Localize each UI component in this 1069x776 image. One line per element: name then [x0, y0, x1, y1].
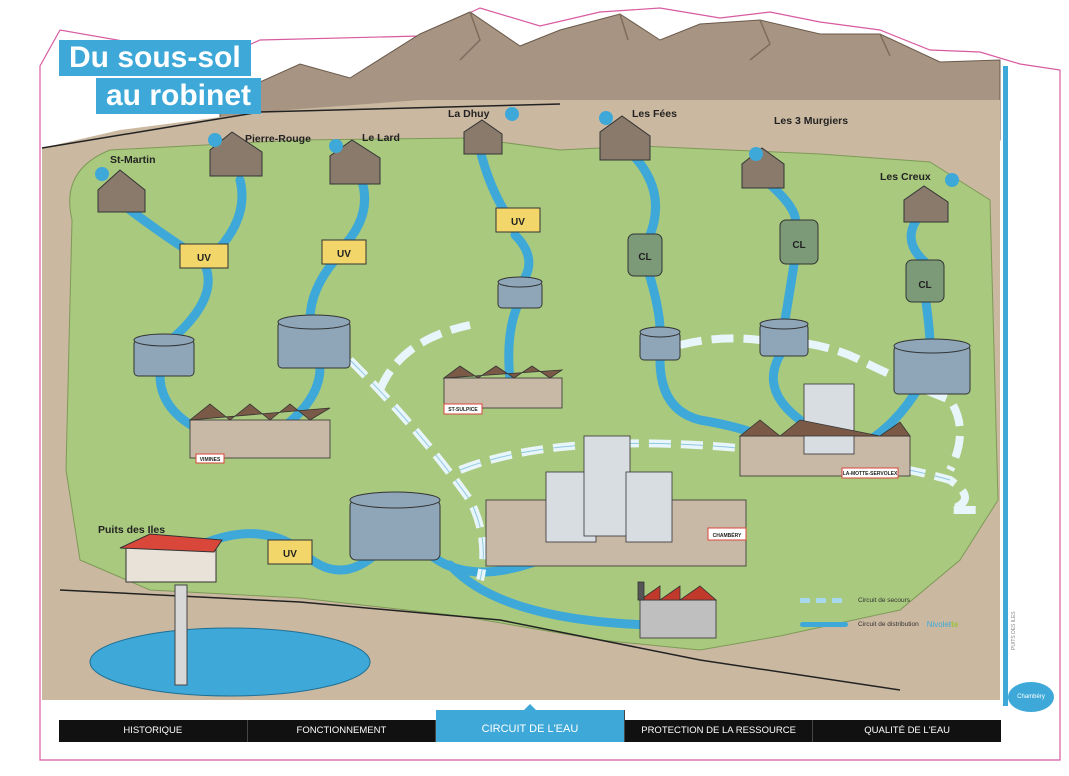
source-label-les-fees: Les Fées	[632, 108, 677, 120]
town-st-sulpice	[442, 365, 564, 409]
town-sign-vimines: VIMINES	[195, 453, 225, 464]
svg-text:UV: UV	[283, 549, 297, 560]
svg-text:LA-MOTTE-SERVOLEX: LA-MOTTE-SERVOLEX	[843, 471, 898, 477]
spring-house-st-martin	[95, 167, 146, 213]
page-title-line2: au robinet	[96, 78, 262, 114]
nav-tab-historique[interactable]: HISTORIQUE	[59, 720, 248, 742]
nav-tab-fonctionnement[interactable]: FONCTIONNEMENT	[248, 720, 437, 742]
svg-text:CL: CL	[792, 240, 805, 251]
bottom-nav: HISTORIQUE FONCTIONNEMENT CIRCUIT DE L'E…	[59, 704, 1001, 742]
aquifer	[89, 627, 371, 697]
reservoir-puits	[349, 491, 441, 561]
source-label-les-3-murgiers: Les 3 Murgiers	[774, 115, 848, 127]
town-la-motte-servolex	[738, 383, 911, 477]
legend-distribution-swatch	[800, 621, 848, 627]
side-bar	[1003, 66, 1008, 706]
reservoir-les-fees	[639, 326, 681, 361]
svg-text:UV: UV	[511, 217, 525, 228]
chlorine-treatment-les-3-murgiers: CL	[779, 219, 819, 265]
nav-tab-circuit-de-l-eau[interactable]: CIRCUIT DE L'EAU	[436, 704, 625, 742]
legend: Circuit de secours Circuit de distributi…	[800, 592, 1000, 640]
source-label-st-martin: St-Martin	[110, 154, 156, 166]
svg-text:CHAMBÉRY: CHAMBÉRY	[713, 531, 742, 539]
chlorine-treatment-les-fees: CL	[627, 233, 663, 277]
spring-house-pierre-rouge	[208, 131, 263, 177]
town-sign-st-sulpice: ST-SULPICE	[443, 403, 483, 415]
reservoir-la-dhuy	[497, 276, 543, 309]
reservoir-le-lard	[277, 314, 351, 369]
page-title-line1: Du sous-sol	[59, 40, 251, 76]
spring-house-le-lard	[329, 139, 381, 185]
svg-text:VIMINES: VIMINES	[200, 457, 221, 463]
uv-treatment-st-martin: UV	[179, 243, 229, 269]
uv-treatment-la-dhuy: UV	[495, 207, 541, 233]
svg-text:ST-SULPICE: ST-SULPICE	[448, 407, 478, 413]
svg-text:CL: CL	[918, 280, 931, 291]
well-house	[119, 533, 223, 583]
town-sign-la-motte-servolex: LA-MOTTE-SERVOLEX	[841, 467, 899, 479]
side-text: PUITS DES ILES	[1011, 611, 1017, 650]
nav-tab-qualite[interactable]: QUALITÉ DE L'EAU	[864, 725, 951, 736]
uv-treatment-puits: UV	[267, 539, 313, 565]
town-chambery	[485, 435, 747, 567]
svg-text:UV: UV	[337, 249, 351, 260]
uv-treatment-le-lard: UV	[321, 239, 367, 265]
reservoir-les-3-murgiers	[759, 318, 809, 357]
source-label-pierre-rouge: Pierre-Rouge	[245, 133, 311, 145]
chambery-logo: Chambéry	[1008, 682, 1054, 712]
svg-text:UV: UV	[197, 253, 211, 264]
town-sign-chambery: CHAMBÉRY	[707, 527, 747, 541]
legend-distribution: Circuit de distribution Nivolette	[800, 616, 1000, 632]
town-vimines	[188, 403, 331, 459]
brand-logo: Nivolette	[926, 619, 959, 629]
source-label-les-creux: Les Creux	[880, 171, 931, 183]
legend-backup: Circuit de secours	[800, 592, 1000, 608]
well-label: Puits des Iles	[98, 524, 165, 536]
reservoir-st-martin	[133, 333, 195, 377]
source-label-la-dhuy: La Dhuy	[448, 108, 490, 120]
spring-house-la-dhuy	[463, 107, 519, 155]
legend-backup-swatch	[800, 597, 848, 603]
well-shaft	[174, 584, 188, 686]
svg-text:CL: CL	[638, 252, 651, 263]
nav-tab-protection[interactable]: PROTECTION DE LA RESSOURCE	[625, 720, 814, 742]
legend-backup-label: Circuit de secours	[858, 596, 911, 604]
legend-distribution-label: Circuit de distribution	[858, 620, 919, 628]
factory	[637, 581, 718, 639]
reservoir-les-creux	[893, 338, 971, 395]
spring-house-les-3-murgiers	[741, 147, 785, 189]
chlorine-treatment-les-creux: CL	[905, 259, 945, 303]
spring-house-les-fees	[599, 111, 651, 161]
spring-house-les-creux	[903, 173, 959, 223]
source-label-le-lard: Le Lard	[362, 132, 400, 144]
page-frame	[39, 7, 1061, 761]
